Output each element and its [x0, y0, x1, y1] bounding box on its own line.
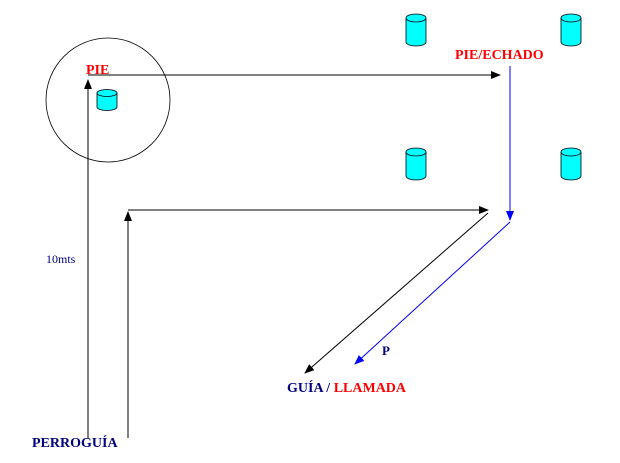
- label-perroguia: PERROGUÍA: [32, 434, 118, 451]
- path-arrow-diagonal-blue: [354, 221, 511, 365]
- label-pie: PIE: [86, 63, 109, 78]
- label-p: P: [382, 343, 390, 358]
- cylinder-icon: [560, 147, 582, 181]
- label-separator: /: [323, 381, 334, 396]
- label-guia-llamada: GUÍA / LLAMADA: [287, 379, 407, 396]
- cylinder-icon: [405, 13, 427, 47]
- circle-marker: [45, 37, 171, 163]
- label-guia: GUÍA: [287, 379, 324, 396]
- label-distance: 10mts: [46, 252, 76, 266]
- cylinder-icon: [405, 147, 427, 181]
- label-llamada: LLAMADA: [334, 381, 407, 396]
- label-pie-echado: PIE/ECHADO: [455, 48, 544, 63]
- cylinder-icon: [96, 89, 118, 111]
- cylinder-icon: [560, 13, 582, 47]
- path-arrow-diagonal-black: [304, 212, 489, 374]
